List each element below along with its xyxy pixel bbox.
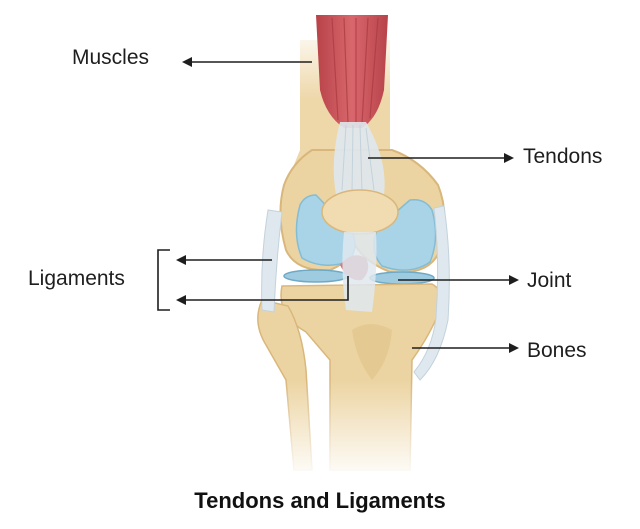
tibial-tuberosity bbox=[352, 324, 392, 380]
joint-disc-left bbox=[283, 269, 349, 283]
joint-disc-right bbox=[369, 271, 435, 285]
patella bbox=[321, 189, 399, 235]
bones-label: Bones bbox=[527, 339, 587, 362]
tendon-fibers bbox=[341, 124, 375, 193]
medial-collateral-ligament bbox=[261, 209, 283, 313]
ligaments-arrow-lower bbox=[176, 276, 349, 305]
tendons-label: Tendons bbox=[523, 145, 603, 168]
diagram-caption: Tendons and Ligaments bbox=[194, 488, 446, 513]
leg-fade bbox=[240, 380, 470, 480]
ligaments-bracket bbox=[157, 249, 170, 311]
muscle-fibers bbox=[331, 17, 379, 125]
ligaments-label: Ligaments bbox=[28, 267, 125, 290]
muscles-label: Muscles bbox=[72, 46, 150, 69]
patellar-ligament bbox=[342, 232, 377, 312]
lateral-collateral-ligament bbox=[413, 205, 450, 381]
joint-label: Joint bbox=[527, 269, 572, 292]
